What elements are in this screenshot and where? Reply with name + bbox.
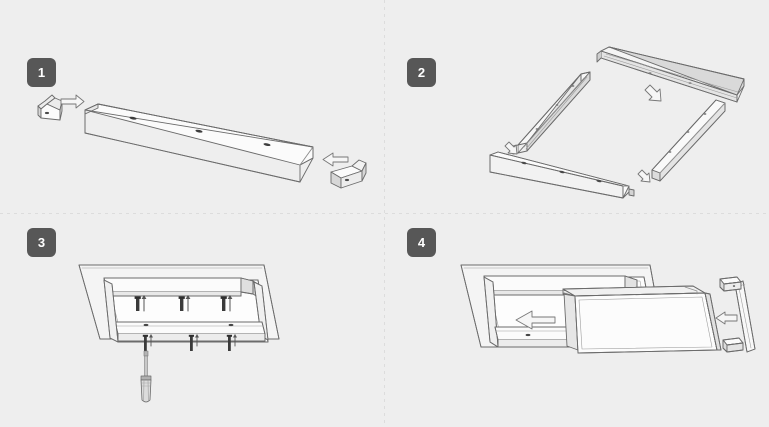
arrow-left-rail-down <box>504 141 518 155</box>
arrow-screw-up-5 <box>195 334 199 338</box>
arrow-right-rail-down <box>637 169 651 183</box>
arrow-screw-up-1 <box>141 295 147 299</box>
step-number-badge-1: 1 <box>27 58 56 87</box>
long-rail <box>84 103 314 183</box>
arrow-side-rail-left <box>715 311 738 325</box>
screw-upper-3 <box>220 296 227 311</box>
screw-lower-1 <box>142 334 148 351</box>
screw-upper-2 <box>178 296 185 311</box>
sliding-panel <box>562 285 722 354</box>
screw-upper-1 <box>134 296 141 311</box>
step-panel-2: 2 <box>385 0 769 213</box>
arrow-top-rail-down <box>644 84 662 102</box>
rail-right <box>651 99 726 182</box>
step-number-badge-2: 2 <box>407 58 436 87</box>
arrow-slide-panel-left <box>515 310 556 330</box>
step-number-badge-3: 3 <box>27 228 56 257</box>
side-rail-with-brackets <box>719 276 756 353</box>
rail-top-channel <box>596 46 745 103</box>
arrow-screw-up-3 <box>227 295 233 299</box>
step-panel-3: 3 <box>0 214 384 427</box>
corner-bracket-left <box>37 94 63 121</box>
rail-left <box>512 71 591 155</box>
screw-group-lower <box>142 334 237 351</box>
screw-group-upper <box>134 295 233 312</box>
arrow-left-insert-right-bracket <box>322 152 349 167</box>
corner-bracket-right <box>330 159 367 189</box>
rail-bottom <box>489 151 635 199</box>
step-number-badge-4: 4 <box>407 228 436 257</box>
step-2-illustration <box>489 46 745 199</box>
screw-lower-2 <box>188 334 194 351</box>
arrow-right-insert-left-bracket <box>60 94 85 109</box>
arrow-screw-up-6 <box>233 334 237 338</box>
arrow-screw-up-2 <box>185 295 191 299</box>
screwdriver <box>140 350 152 403</box>
step-1-illustration <box>37 94 367 189</box>
arrow-screw-up-4 <box>149 334 153 338</box>
step-4-illustration <box>460 264 756 354</box>
step-3-illustration <box>78 264 280 403</box>
step-panel-1: 1 <box>0 0 384 213</box>
screw-lower-3 <box>226 334 232 351</box>
step-panel-4: 4 <box>385 214 769 427</box>
mounted-frame <box>103 277 269 343</box>
